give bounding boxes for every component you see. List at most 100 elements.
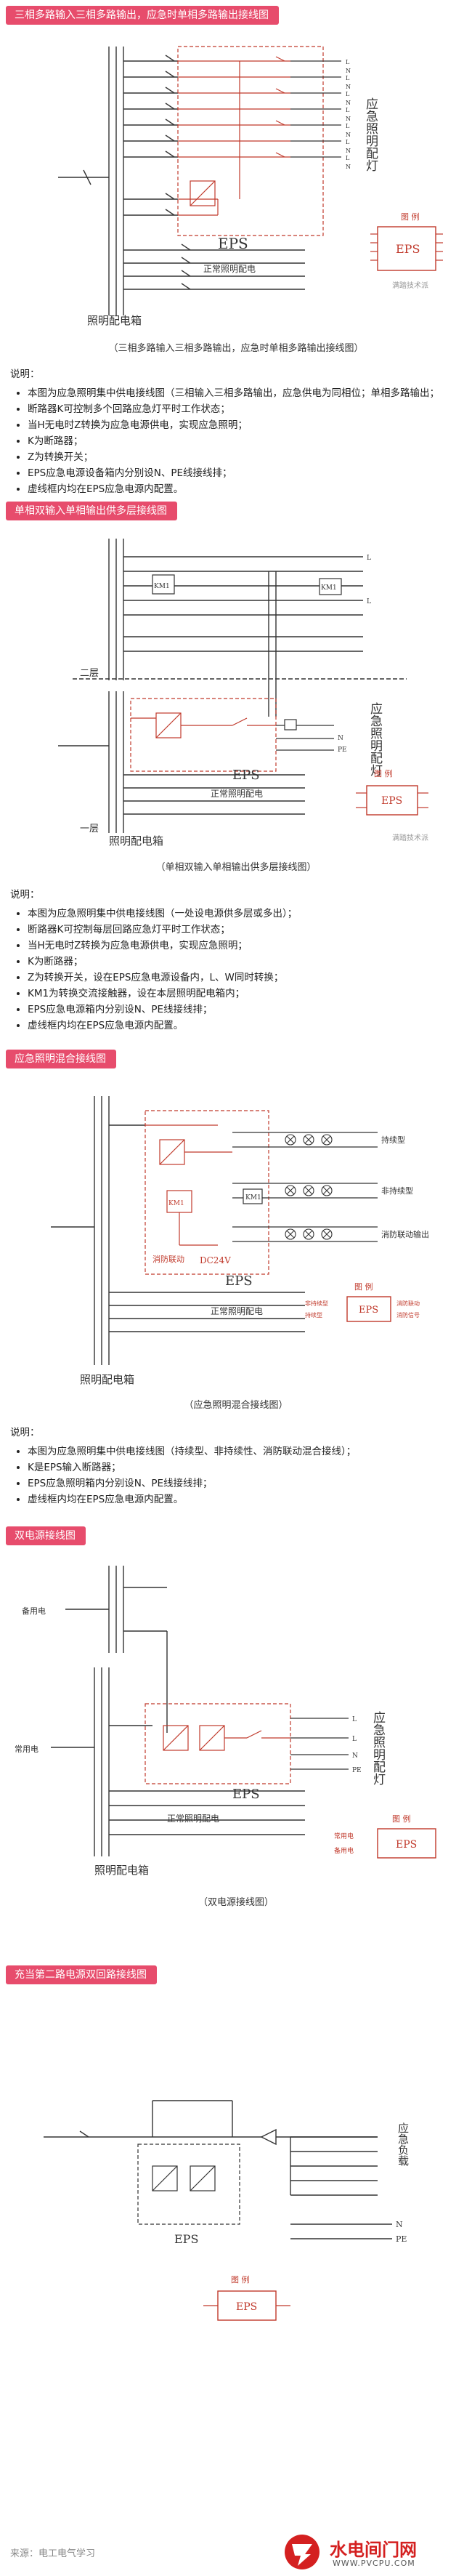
note-item: 断路器K可控制每层回路应急灯平时工作状态； <box>28 922 460 938</box>
legend-eps: 图 例 EPS <box>203 2274 290 2321</box>
brand-logo[interactable]: 水电间门网 WWW.PVCPU.COM <box>282 2532 463 2572</box>
legend-eps: 图 例 EPS <box>356 768 428 816</box>
footer-source: 来源：电工电气学习 <box>10 2548 96 2559</box>
floor1-label: 一层 <box>80 824 99 834</box>
note-item: 本图为应急照明集中供电接线图（持续型、非持续性、消防联动混合接线）； <box>28 1444 460 1460</box>
note-item: 虚线框内均在EPS应急电源内配置。 <box>28 1492 460 1508</box>
brand-name: 水电间门网 <box>330 2539 417 2560</box>
watermark: 满踏技术派 <box>392 833 428 842</box>
floor2-label: 二层 <box>80 668 99 679</box>
brand-url: WWW.PVCPU.COM <box>333 2559 415 2568</box>
normal-lighting-label: 正常照明配电 <box>203 264 256 274</box>
diagram-mixed: 持续型 非持续型 消防联动输出 KM1 KM1 消防联动 DC24V EPS 正… <box>51 1096 429 1386</box>
svg-text:非持续型: 非持续型 <box>305 1300 328 1307</box>
diagram-multi-floor: KM1 KM1 二层 一层 L L N PE EPS 正常照明配电 照明配电箱 … <box>58 539 428 848</box>
svg-text:L: L <box>346 139 350 145</box>
svg-text:N: N <box>346 116 351 122</box>
out-terminal-labels: L L N PE <box>352 1716 362 1774</box>
normal-lighting-label: 正常照明配电 <box>167 1814 219 1824</box>
distribution-box-label: 照明配电箱 <box>109 834 163 848</box>
svg-text:L: L <box>367 555 371 562</box>
svg-text:EPS: EPS <box>396 242 420 256</box>
svg-text:N: N <box>346 84 351 90</box>
svg-text:N: N <box>346 68 351 74</box>
emergency-load-label: 应急负载 <box>396 2122 410 2167</box>
eps-label: EPS <box>232 768 260 783</box>
legend-eps: 图 例 EPS 非持续型 持续型 消防联动 消防信号 <box>305 1281 420 1322</box>
svg-text:EPS: EPS <box>381 795 402 807</box>
notes-2: 说明： 本图为应急照明集中供电接线图（一处设电源供多层或多出）； 断路器K可控制… <box>10 887 460 1034</box>
dc24v-label: DC24V <box>200 1255 231 1265</box>
svg-text:备用电: 备用电 <box>334 1846 354 1855</box>
backup-power-label: 备用电 <box>22 1606 46 1616</box>
svg-text:L: L <box>346 91 350 97</box>
svg-text:L: L <box>346 107 350 113</box>
note-item: K是EPS输入断路器； <box>28 1460 460 1476</box>
svg-text:持续型: 持续型 <box>305 1311 322 1319</box>
note-item: 当H无电时Z转换为应急电源供电，实现应急照明； <box>28 417 460 433</box>
out-terminal-labels: L L N PE <box>338 555 371 754</box>
emergency-lighting-label: 应急照明配灯 <box>367 702 383 776</box>
svg-text:N: N <box>346 148 351 154</box>
svg-text:消防信号: 消防信号 <box>396 1311 420 1319</box>
caption-2: （单相双输入单相输出供多层接线图） <box>155 862 317 873</box>
note-item: 当H无电时Z转换为应急电源供电，实现应急照明； <box>28 938 460 954</box>
notes-1: 说明： 本图为应急照明集中供电接线图（三相输入三相多路输出，应急供电为同相位；单… <box>10 366 460 497</box>
svg-text:N: N <box>346 132 351 138</box>
emergency-lighting-label: 应急照明配灯 <box>363 97 378 172</box>
legend-eps: 图 例 EPS <box>370 212 443 271</box>
n-terminal-label: N <box>396 2220 403 2229</box>
section-title-1: 三相多路输入三相多路输出，应急时单相多路输出接线图 <box>6 6 279 25</box>
svg-text:EPS: EPS <box>236 2301 257 2313</box>
svg-text:L: L <box>346 123 350 129</box>
note-item: EPS应急照明箱内分别设N、PE线接线排； <box>28 1476 460 1492</box>
caption-4: （双电源接线图） <box>198 1897 274 1908</box>
normal-lighting-label: 正常照明配电 <box>211 789 263 799</box>
diagram-dual-power: 备用电 常用电 L L N PE EPS 正常照明配电 照明配电箱 应急照明配灯… <box>15 1566 436 1877</box>
distribution-box-label: 照明配电箱 <box>94 1864 149 1877</box>
svg-text:图 例: 图 例 <box>392 1814 411 1824</box>
section-title-4: 双电源接线图 <box>6 1526 86 1545</box>
note-item: K为断路器； <box>28 954 460 970</box>
lamp-icons <box>285 1134 333 1240</box>
section-title-2: 单相双输入单相输出供多层接线图 <box>6 502 177 520</box>
svg-text:图 例: 图 例 <box>401 212 420 222</box>
lamp-noncontinuous-label: 非持续型 <box>381 1186 413 1196</box>
svg-text:常用电: 常用电 <box>334 1832 354 1840</box>
note-item: 虚线框内均在EPS应急电源内配置。 <box>28 1018 460 1034</box>
section-title-5: 充当第二路电源双回路接线图 <box>6 1965 157 1984</box>
km1-label: KM1 <box>168 1200 184 1207</box>
diagram-three-phase: LN LN LN LN LN LN LN EPS 正常照明配电 照明配电箱 应急… <box>58 46 443 327</box>
note-item: 本图为应急照明集中供电接线图（一处设电源供多层或多出）； <box>28 906 460 922</box>
note-item: EPS应急电源设备箱内分别设N、PE线接线排； <box>28 465 460 481</box>
svg-text:PE: PE <box>338 746 347 754</box>
svg-text:N: N <box>352 1752 358 1760</box>
svg-text:L: L <box>352 1736 357 1743</box>
normal-power-label: 常用电 <box>15 1744 38 1754</box>
svg-text:N: N <box>346 164 351 170</box>
svg-text:L: L <box>346 155 350 161</box>
caption-3: （应急照明混合接线图） <box>184 1400 288 1411</box>
distribution-box-label: 照明配电箱 <box>87 314 142 327</box>
distribution-box-label: 照明配电箱 <box>80 1373 134 1386</box>
svg-text:L: L <box>352 1716 357 1723</box>
note-item: 本图为应急照明集中供电接线图（三相输入三相多路输出，应急供电为同相位；单相多路输… <box>28 385 460 401</box>
eps-label: EPS <box>225 1273 253 1289</box>
brand-logo-icon <box>285 2535 320 2569</box>
notes-3: 说明： 本图为应急照明集中供电接线图（持续型、非持续性、消防联动混合接线）； K… <box>10 1425 460 1508</box>
normal-lighting-label: 正常照明配电 <box>211 1306 263 1316</box>
svg-text:图 例: 图 例 <box>374 768 393 778</box>
svg-text:N: N <box>346 100 351 106</box>
km1-label-right: KM1 <box>321 584 337 592</box>
note-item: Z为转换开关，设在EPS应急电源设备内，L、W同时转换； <box>28 970 460 986</box>
lamp-continuous-label: 持续型 <box>381 1135 405 1145</box>
svg-text:图 例: 图 例 <box>231 2274 250 2285</box>
note-item: 断路器K可控制多个回路应急灯平时工作状态； <box>28 401 460 417</box>
note-item: K为断路器； <box>28 433 460 449</box>
eps-label: EPS <box>232 1787 260 1802</box>
svg-text:L: L <box>346 59 350 65</box>
emergency-lighting-label: 应急照明配灯 <box>370 1711 386 1785</box>
diagram-second-source: EPS 应急负载 N PE 图 例 EPS <box>44 2100 410 2321</box>
note-item: Z为转换开关； <box>28 449 460 465</box>
eps-label: EPS <box>218 235 248 252</box>
